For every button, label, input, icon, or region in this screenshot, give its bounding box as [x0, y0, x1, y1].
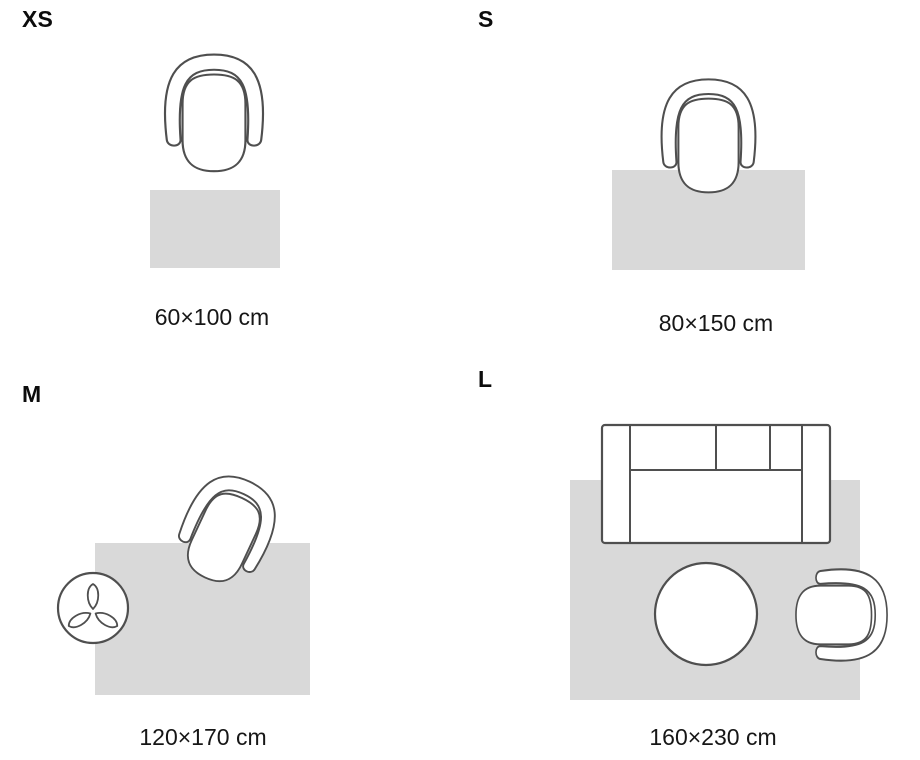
sofa-icon	[600, 423, 832, 545]
size-label-xs: XS	[22, 6, 54, 32]
dimension-label-l: 160×230 cm	[649, 724, 777, 750]
dimension-label-xs: 60×100 cm	[154, 304, 270, 330]
coffee-table-icon	[653, 561, 759, 667]
size-label-s: S	[478, 6, 494, 32]
armchair-icon	[660, 78, 757, 194]
rug-xs	[150, 190, 280, 268]
dimension-label-s: 80×150 cm	[658, 310, 774, 336]
size-label-l: L	[478, 366, 493, 392]
dimension-label-m: 120×170 cm	[139, 724, 267, 750]
armchair-icon	[163, 53, 265, 173]
side-table-plant-icon	[56, 571, 130, 645]
size-label-m: M	[22, 381, 42, 407]
armchair-icon	[794, 568, 889, 662]
